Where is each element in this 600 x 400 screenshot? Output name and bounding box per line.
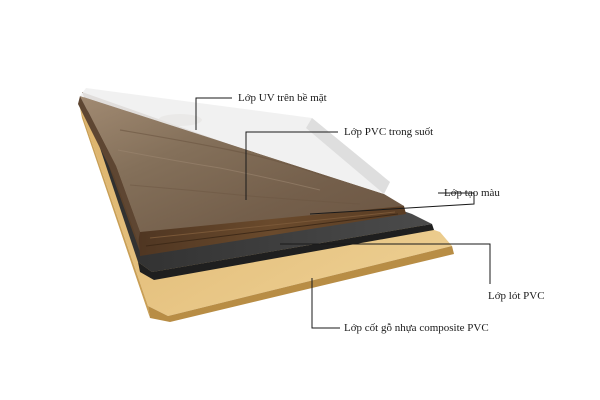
core-layer-front — [148, 246, 454, 322]
wood-figure-2 — [117, 149, 321, 191]
label-pvc-clear-layer: Lớp PVC trong suốt — [344, 126, 433, 138]
layer-labels: Lớp UV trên bề mặt Lớp PVC trong suốt Lớ… — [238, 92, 545, 334]
label-pvc-liner-layer: Lớp lót PVC — [488, 290, 545, 302]
pvc-liner-front — [138, 224, 434, 280]
pvc-clear-layer — [78, 96, 404, 242]
pvc-clear-side — [78, 96, 140, 242]
wood-figure-3 — [129, 184, 361, 205]
leader-core — [311, 278, 340, 329]
leader-pvc-liner — [280, 243, 491, 284]
leader-pvc-clear — [245, 131, 338, 200]
leader-lines — [195, 97, 491, 329]
label-color-layer: Lớp tạo màu — [444, 187, 500, 199]
uv-layer-sheet — [80, 88, 390, 194]
label-uv-layer: Lớp UV trên bề mặt — [238, 92, 327, 104]
uv-layer-edge — [306, 118, 390, 194]
pvc-clear-top — [80, 96, 404, 232]
color-layer-front — [138, 206, 406, 256]
leader-color — [309, 192, 475, 215]
wood-grain-2 — [145, 213, 399, 247]
uv-layer — [80, 88, 390, 194]
wood-figure-1 — [119, 129, 331, 179]
label-core-layer: Lớp cốt gỗ nhựa composite PVC — [344, 322, 489, 334]
leader-uv — [195, 97, 232, 130]
core-layer-side — [80, 108, 150, 318]
wood-grain-1 — [149, 211, 396, 239]
